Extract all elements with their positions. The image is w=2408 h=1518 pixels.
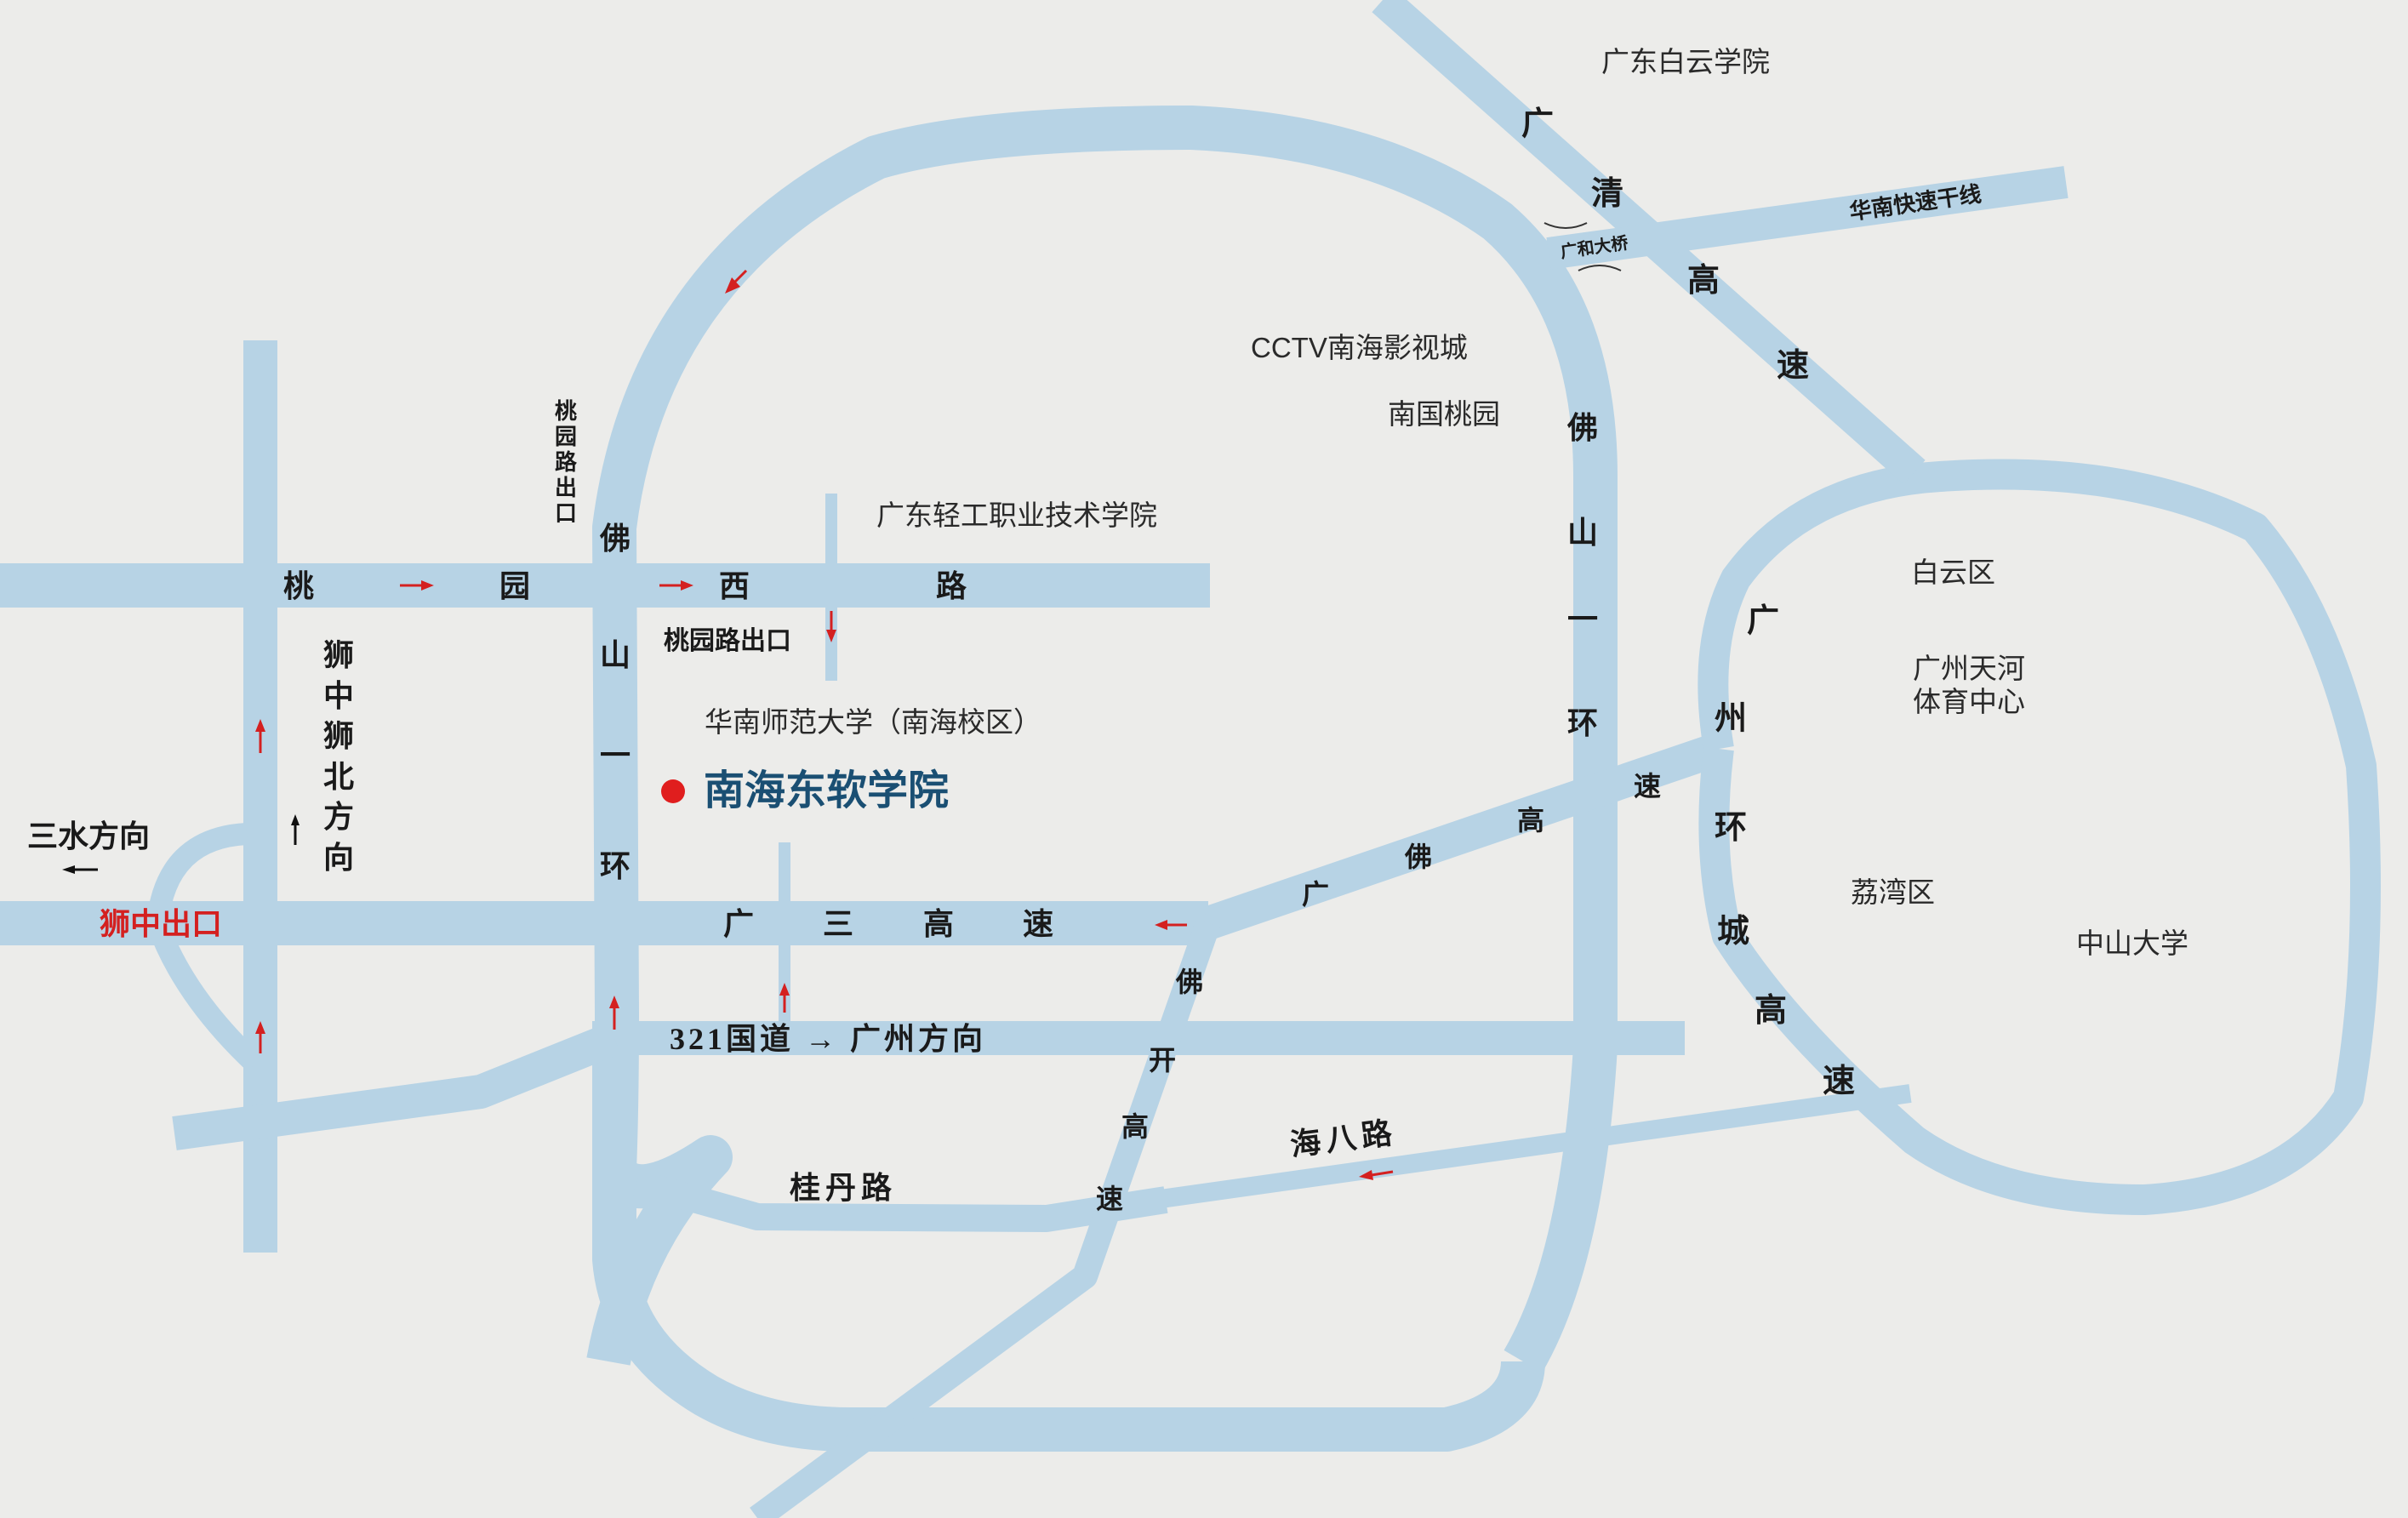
road-label-char: 一	[1567, 602, 1598, 636]
road-fokai	[750, 919, 1221, 1518]
road-label-char: 桃	[555, 399, 577, 424]
arrow-icon	[1359, 1170, 1394, 1180]
road-label-char: 高	[923, 907, 954, 941]
arrow-icon	[609, 996, 619, 1030]
road-label-char: 环	[1715, 810, 1747, 846]
road-label-char: 方	[323, 800, 354, 834]
road-label-char: 清	[1591, 176, 1623, 212]
road-label-char: 出	[555, 476, 577, 500]
place-labels: 广东白云学院 CCTV南海影视城 南国桃园 广东轻工职业技术学院 华南师范大学（…	[27, 46, 2188, 959]
road-label-char: 环	[600, 849, 631, 883]
road-label-char: 北	[323, 760, 354, 794]
place-guangdong-baiyun: 广东白云学院	[1601, 46, 1770, 77]
arrow-icon	[400, 580, 434, 591]
road-label-char: 广	[1521, 106, 1554, 142]
arrow-icon	[255, 1021, 265, 1053]
guanghe-bridge-marks	[1544, 222, 1622, 271]
road-label-char: 速	[1096, 1184, 1123, 1214]
arrow-icon	[255, 719, 265, 753]
road-label-char: 向	[323, 841, 354, 875]
road-label-char: 三	[823, 907, 853, 941]
road-label-char: 速	[1634, 771, 1661, 802]
road-label-char: 山	[600, 638, 631, 672]
road-label-char: 狮	[323, 638, 354, 672]
road-label-char: 开	[1149, 1045, 1176, 1076]
place-scnu: 华南师范大学（南海校区）	[705, 706, 1041, 738]
road-huanan-expressway	[1546, 166, 2068, 270]
road-label-char: 佛	[599, 522, 631, 556]
direction-arrows	[62, 269, 1394, 1180]
road-label-shizhong-exit: 狮中出口	[100, 907, 222, 941]
highlight-label: 南海东软学院	[704, 768, 949, 813]
arrow-icon	[725, 269, 748, 294]
road-labels: 桃 园 西 路 桃 园 路 出 口 桃园路出口 佛 山 一 环 佛 山 一 环 …	[100, 106, 1983, 1214]
place-nanguo-taoyuan: 南国桃园	[1388, 398, 1500, 430]
road-label-char: 速	[1023, 907, 1053, 941]
road-label-char: 中	[323, 679, 354, 713]
location-marker-icon	[661, 779, 685, 803]
road-label-char: 广	[723, 907, 754, 941]
road-label-char: 园	[555, 425, 577, 449]
place-liwan-district: 荔湾区	[1851, 876, 1935, 908]
road-label-char: 口	[555, 501, 577, 526]
place-guangdong-qinggong: 广东轻工职业技术学院	[876, 499, 1157, 531]
road-label-char: 路	[936, 569, 967, 603]
road-label-char: 一	[600, 739, 631, 773]
arrow-icon	[1155, 920, 1187, 930]
arrow-icon	[62, 865, 98, 874]
road-label-char: 高	[1687, 263, 1720, 299]
place-cctv: CCTV南海影视城	[1251, 332, 1468, 363]
road-label-char: 园	[499, 569, 530, 603]
road-label-char: 速	[1777, 348, 1809, 384]
road-label-char: 路	[555, 449, 578, 475]
road-label-char: 佛	[1404, 842, 1432, 872]
road-guangzhou-ring	[1698, 459, 2381, 1215]
place-sanshui: 三水方向	[27, 819, 150, 853]
road-label-char: 环	[1567, 706, 1598, 740]
road-label-char: 高	[1755, 993, 1787, 1029]
road-route-321-west	[172, 1022, 621, 1150]
road-label-char: 西	[719, 569, 750, 603]
place-baiyun-district: 白云区	[1911, 556, 1995, 588]
road-label-char: 广	[1302, 879, 1329, 910]
road-label-char: 桃	[283, 569, 314, 603]
road-label-char: 狮	[323, 719, 354, 753]
road-label-char: 佛	[1175, 967, 1203, 997]
road-label-char: 速	[1823, 1064, 1855, 1099]
arrow-icon	[826, 611, 836, 642]
road-foshan-ring-bottom	[592, 1021, 1545, 1452]
place-sysu: 中山大学	[2076, 927, 2188, 959]
arrow-icon	[779, 983, 790, 1013]
road-label-char: 山	[1567, 516, 1598, 550]
road-guangfo	[1202, 733, 1725, 939]
road-label-route-321: 321国道 → 广州方向	[670, 1022, 986, 1056]
road-shizhong-exit-loop	[146, 823, 263, 1072]
road-label-char: 城	[1717, 914, 1749, 950]
road-label-guidan: 桂丹路	[790, 1171, 897, 1205]
road-label-char: 高	[1121, 1111, 1149, 1142]
road-haiba	[1104, 1084, 1912, 1216]
road-label-char: 高	[1517, 805, 1544, 836]
road-label-char: 州	[1715, 701, 1747, 737]
arrow-icon	[291, 814, 300, 845]
place-tianhe-1: 广州天河	[1913, 653, 2025, 684]
road-label-char: 佛	[1566, 411, 1598, 445]
road-label-taoyuan-exit: 桃园路出口	[664, 627, 791, 655]
arrow-icon	[659, 580, 693, 591]
place-tianhe-2: 体育中心	[1913, 686, 2025, 717]
road-label-char: 广	[1747, 603, 1779, 639]
